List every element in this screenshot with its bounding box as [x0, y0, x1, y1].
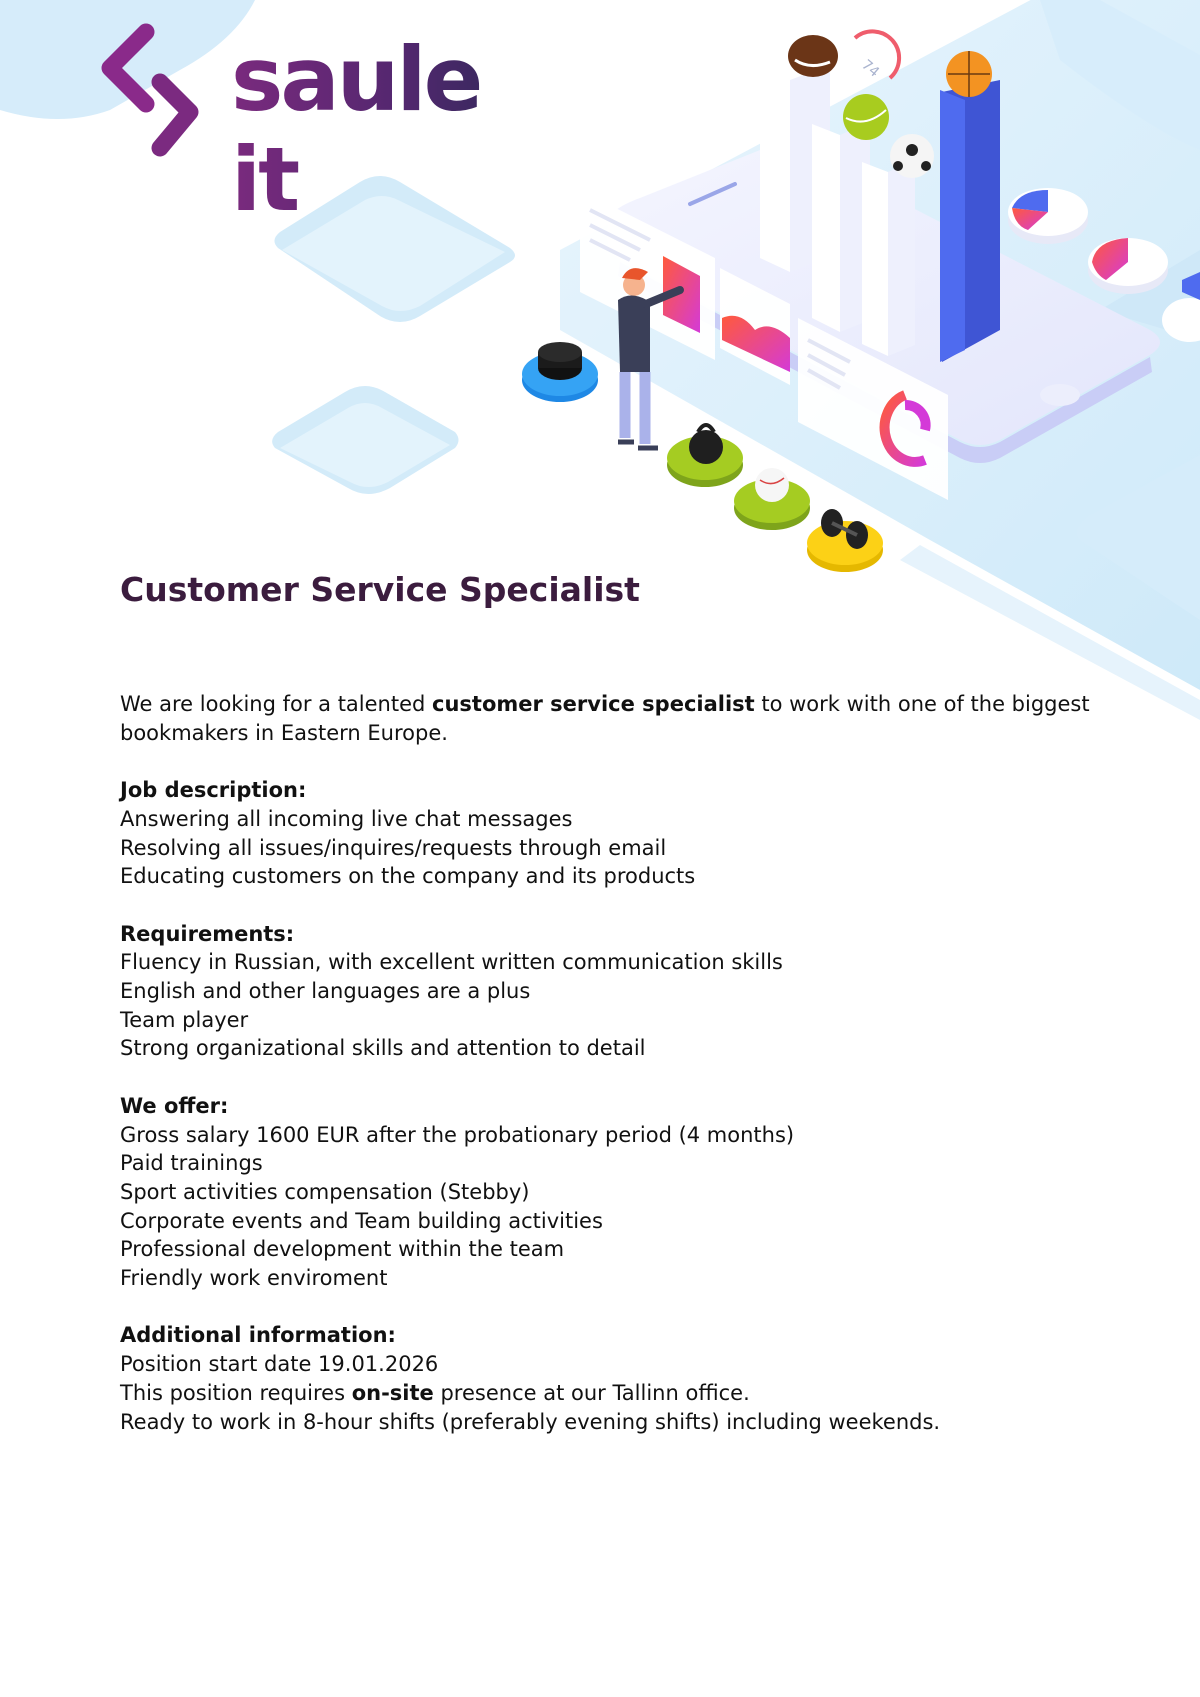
list-item: Corporate events and Team building activ… — [120, 1208, 603, 1233]
job-posting-body: We are looking for a talented customer s… — [120, 690, 1090, 1436]
job-description-section: Job description: Answering all incoming … — [120, 776, 1080, 891]
list-item: Professional development within the team — [120, 1237, 565, 1262]
onsite-requirement: This position requires on-site presence … — [120, 1380, 750, 1405]
area-chart-card — [720, 268, 790, 385]
pie-chart-disc — [1008, 188, 1088, 244]
intro-paragraph-line2: bookmakers in Eastern Europe. — [120, 720, 448, 745]
job-title: Customer Service Specialist — [120, 570, 640, 609]
list-item: Resolving all issues/inquires/requests t… — [120, 835, 667, 860]
list-item: English and other languages are a plus — [120, 979, 531, 1003]
list-item: Friendly work enviroment — [120, 1266, 388, 1291]
hero-illustration: 74 — [0, 0, 1200, 720]
shift-requirement: Ready to work in 8-hour shifts (preferab… — [120, 1409, 941, 1434]
section-heading: Requirements: — [120, 921, 295, 946]
baseball-icon — [734, 468, 810, 530]
person-pointing-figure — [618, 268, 684, 451]
requirements-section: Requirements: Fluency in Russian, with e… — [120, 920, 1080, 1064]
list-item: Fluency in Russian, with excellent writt… — [120, 950, 783, 975]
pie-chart-disc — [1088, 238, 1168, 294]
section-heading: Job description: — [120, 778, 307, 803]
intro-paragraph: We are looking for a talented customer s… — [120, 692, 1090, 716]
start-date: Position start date 19.01.2026 — [120, 1352, 439, 1377]
list-item: Team player — [120, 1007, 249, 1032]
gauge-icon: 74 — [853, 29, 902, 81]
logo-wordmark: saule it — [231, 30, 538, 230]
kettlebell-icon — [667, 423, 743, 487]
list-item: Educating customers on the company and i… — [120, 864, 696, 889]
dumbbell-icon — [807, 509, 883, 572]
chevrons-code-icon — [101, 23, 199, 157]
section-heading: We offer: — [120, 1093, 229, 1118]
saule-it-logo: saule it — [98, 20, 538, 230]
list-item: Sport activities compensation (Stebby) — [120, 1179, 530, 1204]
list-item: Gross salary 1600 EUR after the probatio… — [120, 1122, 795, 1147]
chart-card-left — [580, 190, 715, 360]
intro-emphasis: customer service specialist — [432, 692, 755, 716]
list-item: Answering all incoming live chat message… — [120, 806, 573, 831]
onsite-emphasis: on-site — [351, 1380, 434, 1405]
tennis-ball-icon — [843, 94, 889, 140]
bar-chart-columns — [760, 65, 1000, 362]
we-offer-section: We offer: Gross salary 1600 EUR after th… — [120, 1092, 1080, 1293]
list-item: Paid trainings — [120, 1151, 263, 1176]
additional-information-section: Additional information: Position start d… — [120, 1321, 1080, 1436]
list-item: Strong organizational skills and attenti… — [120, 1036, 646, 1061]
hockey-puck-icon — [522, 342, 598, 402]
svg-text:74: 74 — [858, 57, 882, 81]
section-heading: Additional information: — [120, 1323, 396, 1348]
american-football-icon — [788, 35, 838, 77]
donut-chart-card — [798, 318, 948, 500]
